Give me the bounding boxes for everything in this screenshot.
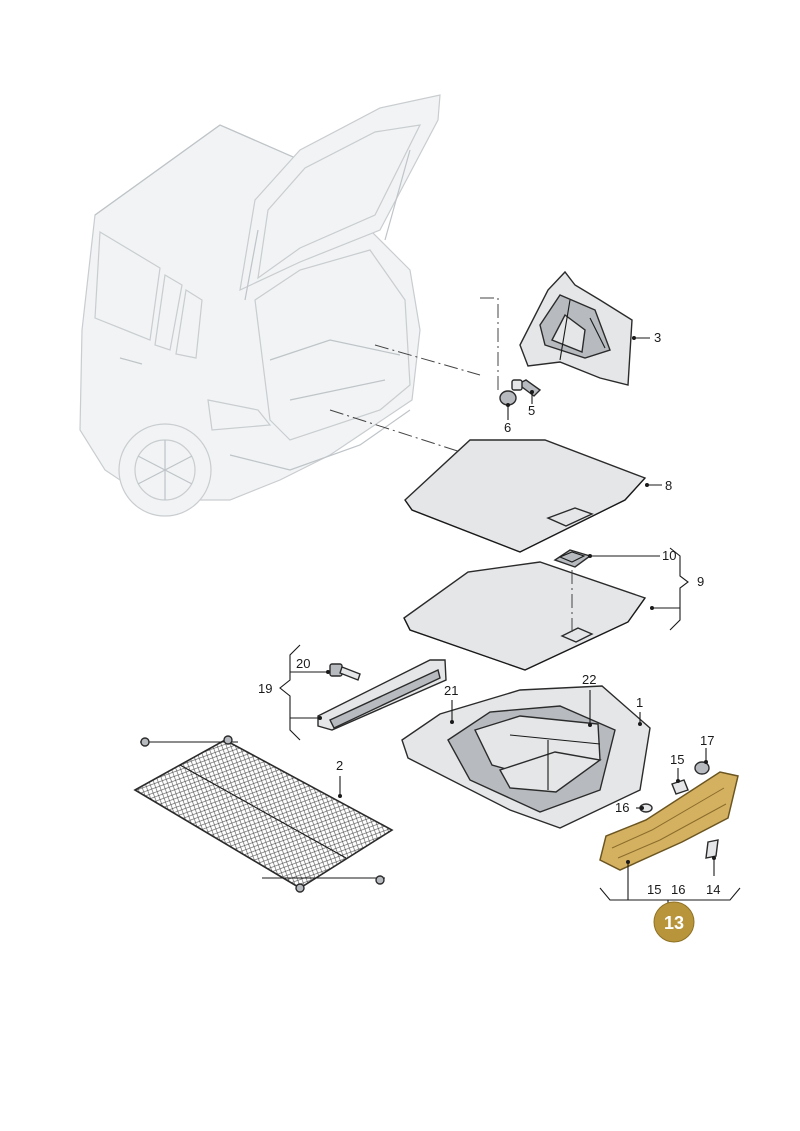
- callout-21: 21: [444, 683, 458, 698]
- callout-13: 13: [664, 913, 684, 933]
- part-1-floor-insert: [401, 685, 651, 829]
- callout-16-upper: 16: [615, 800, 629, 815]
- part-20-screw: [329, 663, 361, 681]
- callout-10: 10: [662, 548, 676, 563]
- part-15-clip: [671, 779, 689, 795]
- part-10-cover: [553, 549, 592, 568]
- part-2-cargo-net: [133, 735, 394, 893]
- assembly-guide-lines: [329, 297, 499, 456]
- callout-6: 6: [504, 420, 511, 435]
- leader-lines: [279, 336, 741, 906]
- part-13-rear-panel-trim-highlighted: [599, 771, 739, 871]
- callout-labels: 3 5 6 8 10 9 20 19 22 21 1 17 2 15 16 15…: [258, 330, 720, 897]
- part-14-clip: [705, 839, 719, 859]
- part-8-loading-floor-upper: [404, 439, 647, 553]
- part-5-screw: [511, 379, 542, 397]
- part-3-side-tray: [519, 270, 633, 386]
- callout-17: 17: [700, 733, 714, 748]
- vehicle-ghost-illustration: [79, 94, 441, 517]
- part-9-loading-floor-lower: [403, 561, 647, 671]
- callout-1: 1: [636, 695, 643, 710]
- part-19-load-sill-trim: [317, 659, 447, 731]
- callout-14: 14: [706, 882, 720, 897]
- callout-22: 22: [582, 672, 596, 687]
- callout-5: 5: [528, 403, 535, 418]
- callout-9: 9: [697, 574, 704, 589]
- callout-15-lower: 15: [647, 882, 661, 897]
- callout-19: 19: [258, 681, 272, 696]
- callout-13-badge[interactable]: 13: [653, 901, 695, 943]
- callout-20: 20: [296, 656, 310, 671]
- callout-15-upper: 15: [670, 752, 684, 767]
- part-6-clip: [499, 390, 517, 406]
- callout-3: 3: [654, 330, 661, 345]
- callout-8: 8: [665, 478, 672, 493]
- callout-16-lower: 16: [671, 882, 685, 897]
- callout-2: 2: [336, 758, 343, 773]
- part-17-screw: [694, 761, 710, 775]
